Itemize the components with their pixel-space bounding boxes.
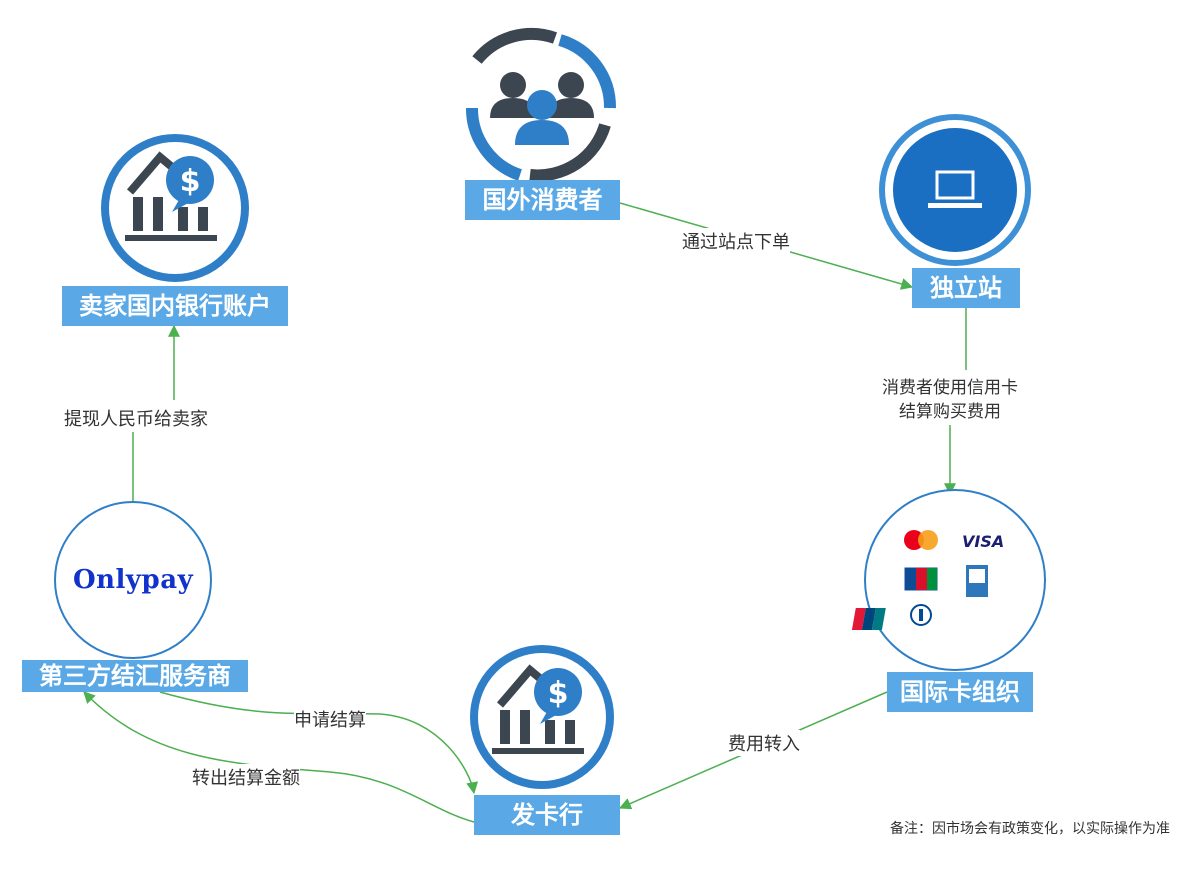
unionpay-logo [851,608,866,630]
node-consumer: 国外消费者 [465,180,620,220]
label-apply: 申请结算 [294,706,366,732]
card-brands-circle [851,489,1046,671]
onlypay-logo: Onlypay [73,565,194,595]
footnote: 备注：因市场会有政策变化，以实际操作为准 [890,821,1170,837]
consumer-icon [465,27,617,182]
edges [83,202,967,823]
edge-withdraw [132,326,174,506]
onlypay-circle [54,501,212,659]
mastercard-logo [904,530,924,550]
label-pay-line1: 消费者使用信用卡 [882,378,1018,398]
edge-apply [159,691,479,795]
node-third-party: 第三方结汇服务商 [22,660,248,692]
label-pay: 消费者使用信用卡 结算购买费用 [882,376,1018,424]
edge-payout [83,691,475,823]
label-order: 通过站点下单 [682,228,790,254]
label-transfer: 费用转入 [728,730,800,756]
node-card-org: 国际卡组织 [887,672,1033,712]
node-seller-bank: 卖家国内银行账户 [62,286,288,326]
svg-text:$: $ [180,164,201,199]
visa-logo: VISA [962,532,1005,551]
label-payout: 转出结算金额 [192,764,300,790]
label-pay-line2: 结算购买费用 [899,402,1001,422]
svg-text:$: $ [548,676,569,711]
seller-bank-icon: $ [101,134,249,282]
edge-pay [950,306,967,494]
laptop-icon [879,114,1031,266]
node-issuer: 发卡行 [474,795,620,835]
node-site: 独立站 [912,268,1020,308]
label-withdraw: 提现人民币给卖家 [64,405,208,431]
issuer-bank-icon: $ [470,645,614,789]
